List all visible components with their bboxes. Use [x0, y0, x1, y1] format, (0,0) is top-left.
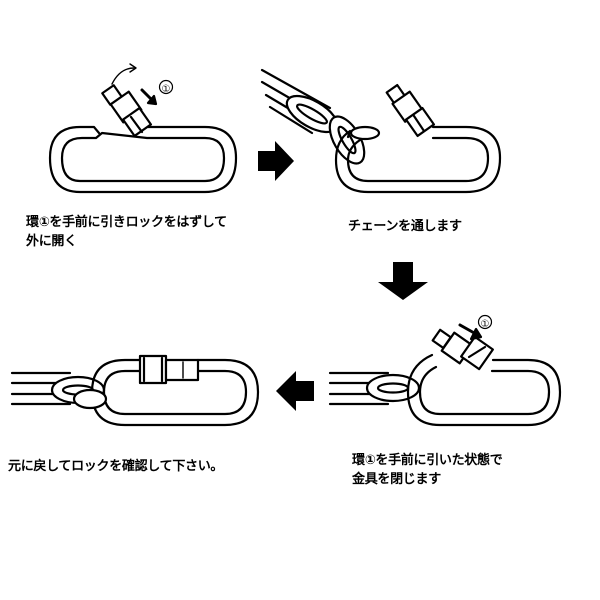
step2-chain: [260, 68, 381, 165]
step3-caption: 環①を手前に引いた状態で 金具を閉じます: [352, 451, 503, 489]
step2-carabiner: [334, 83, 502, 194]
step1-carabiner: [48, 63, 238, 194]
step1-rotate-arrow-icon: [111, 67, 135, 85]
step1-gate: [101, 84, 153, 138]
step3-caption-line1: 環①を手前に引いた状態で: [352, 453, 503, 468]
step4-link-overlap: [72, 388, 108, 410]
step3-chain: [328, 371, 421, 406]
step1-caption-line1: 環①を手前に引きロックをはずして: [26, 215, 227, 230]
step3-caption-line2: 金具を閉じます: [352, 472, 441, 487]
step1-caption: 環①を手前に引きロックをはずして 外に開く: [26, 213, 227, 251]
step3-ring-marker: [477, 314, 493, 330]
step1-pull-arrow-icon: [140, 88, 158, 106]
step4-carabiner: [90, 354, 260, 427]
step4-caption: 元に戻してロックを確認して下さい。: [8, 457, 223, 476]
step2-caption-line1: チェーンを通します: [348, 219, 462, 234]
step1-ring-label: ①: [162, 84, 171, 95]
step2-caption: チェーンを通します: [348, 217, 462, 236]
arrow-left-icon: [276, 371, 314, 411]
step1-ring-marker: [158, 79, 174, 95]
arrow-right-icon: [258, 141, 294, 181]
arrow-down-icon: [378, 262, 428, 300]
step4-caption-line1: 元に戻してロックを確認して下さい。: [8, 459, 224, 474]
step3-pull-arrow-icon: [458, 323, 483, 341]
step3-ring-label: ①: [481, 319, 490, 330]
step3-carabiner: [406, 328, 562, 427]
step1-caption-line2: 外に開く: [26, 234, 77, 249]
